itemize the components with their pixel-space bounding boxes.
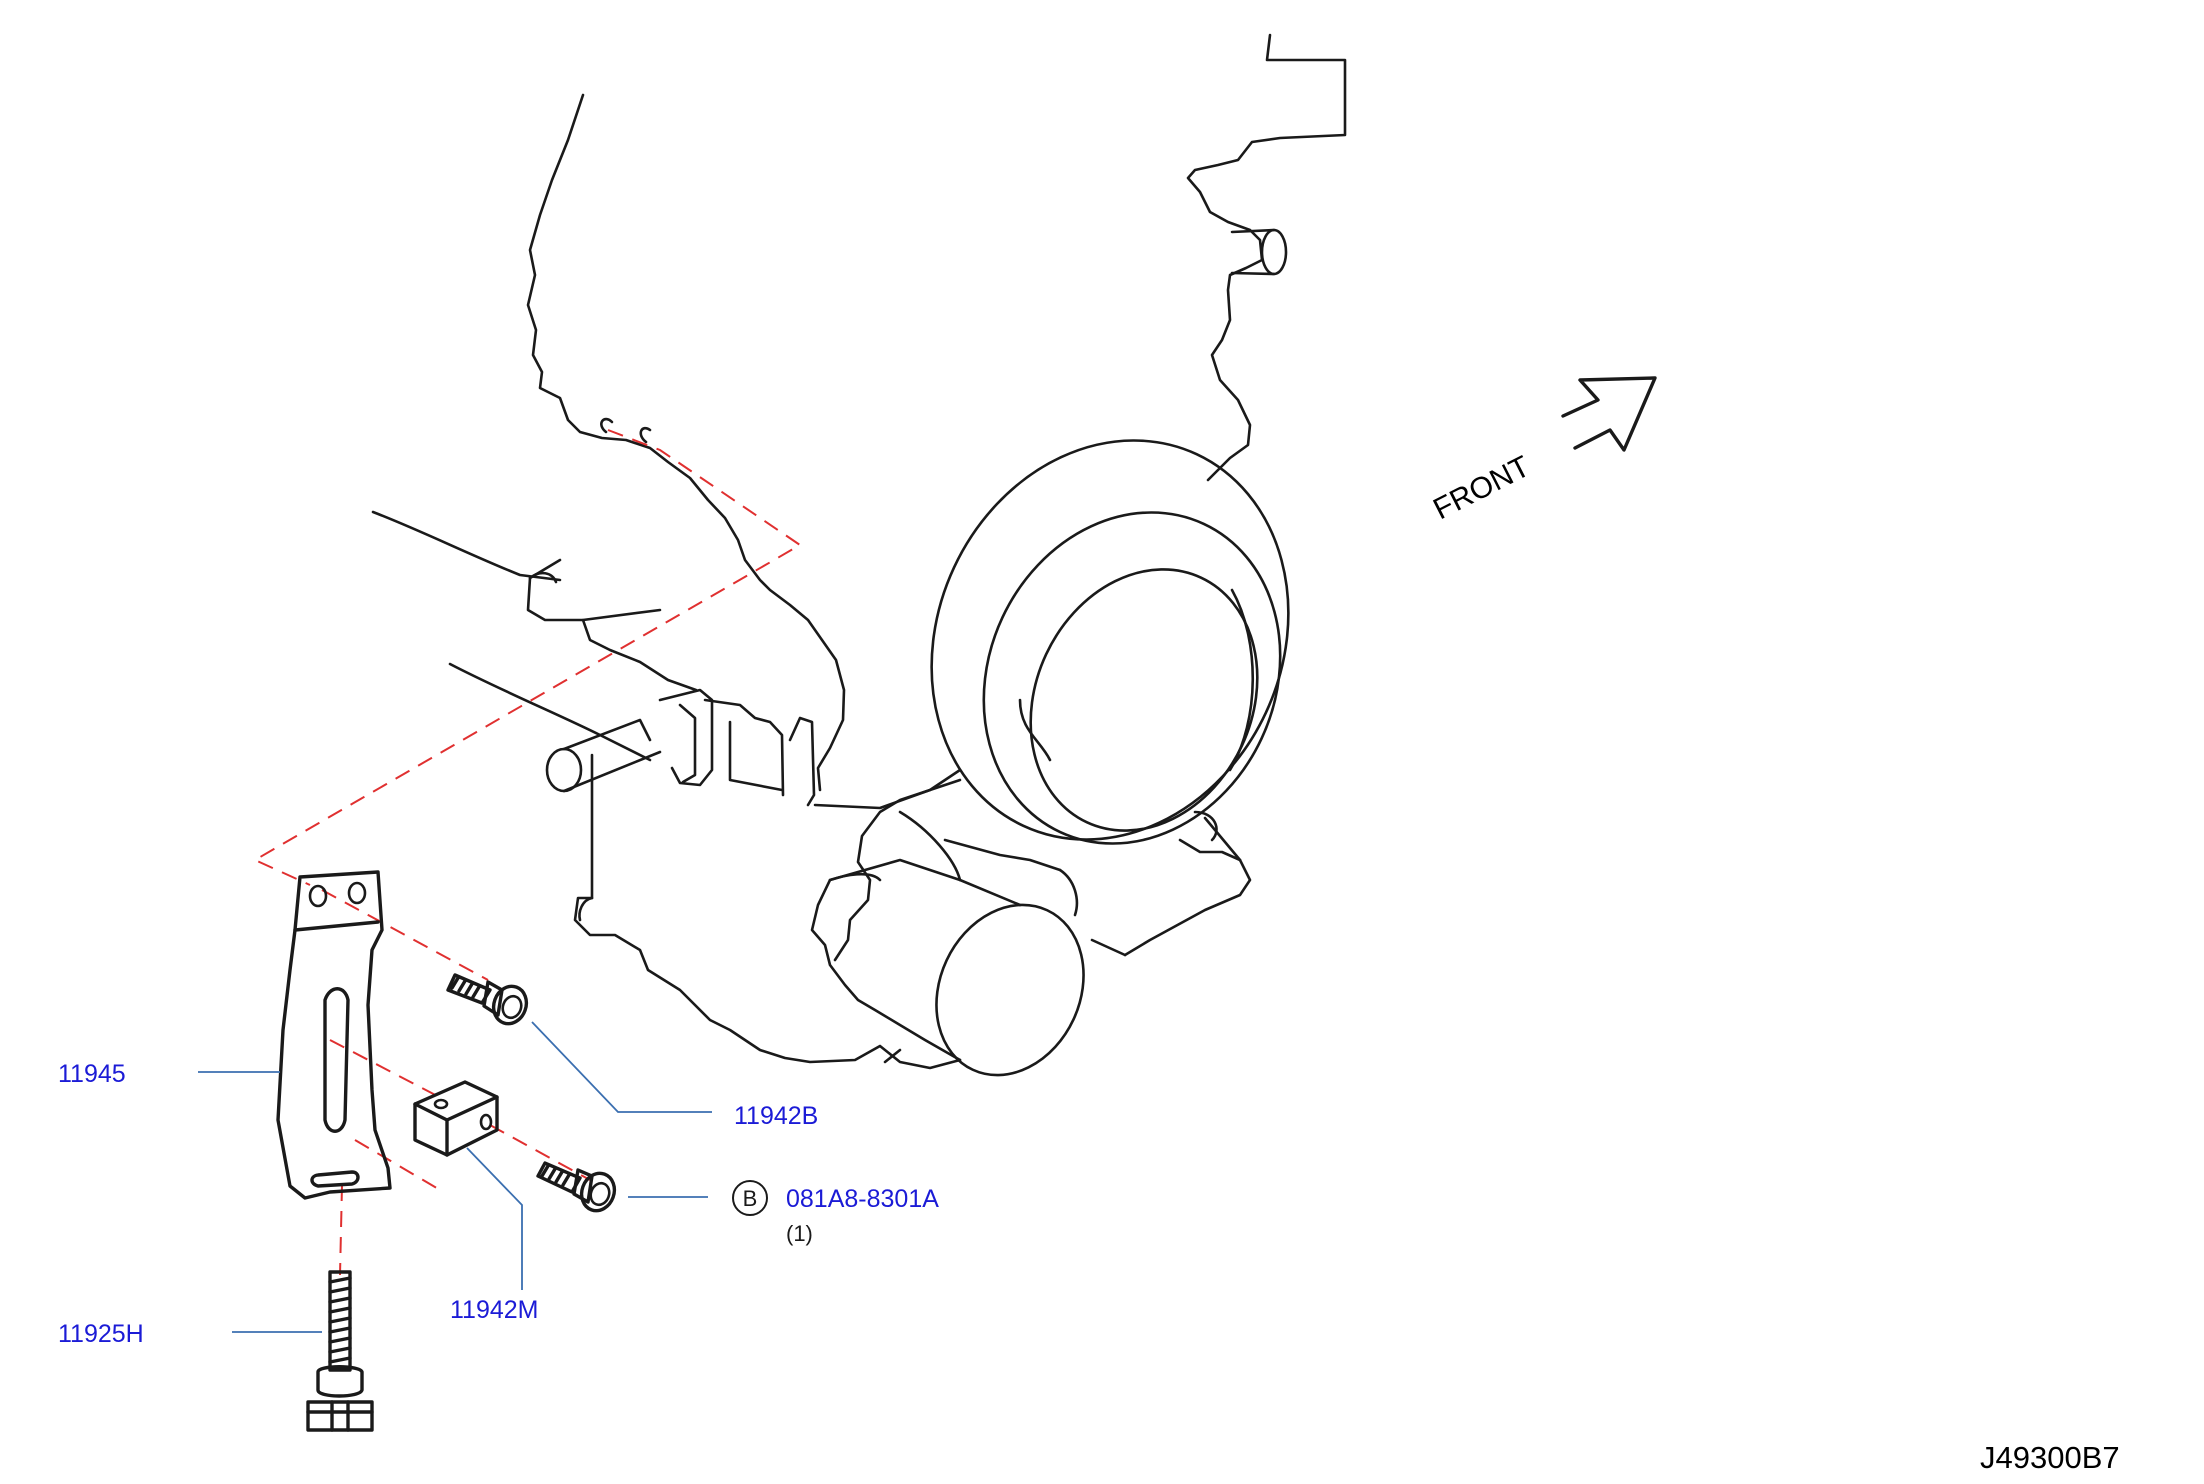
engine-outline: [371, 33, 1347, 1077]
flange-bolt-callout[interactable]: 081A8-8301A: [786, 1185, 939, 1213]
lower-bolt-part: [306, 1270, 374, 1432]
drawing-code: J49300B7: [1980, 1440, 2120, 1475]
flange-bolt-quantity: (1): [786, 1221, 813, 1246]
bracket-callout[interactable]: 11945: [58, 1060, 126, 1088]
front-label: FRONT: [1428, 450, 1535, 526]
marker-b-circle: [732, 1180, 768, 1216]
bracket-part: [276, 870, 392, 1200]
marker-b-label: B: [743, 1186, 758, 1211]
leader-lines: [198, 1021, 712, 1333]
front-arrow: FRONT: [1428, 376, 1657, 526]
upper-bolt-part: [446, 973, 529, 1026]
lower-bolt-callout[interactable]: 11925H: [58, 1320, 144, 1348]
spacer-block-callout[interactable]: 11942M: [450, 1296, 539, 1324]
upper-bolt-callout[interactable]: 11942B: [734, 1102, 818, 1130]
callouts: 11945 11942B 11942M 11925H B 081A8-8301A…: [58, 1060, 939, 1348]
flange-bolt-part: [536, 1161, 617, 1213]
spacer-block-part: [413, 1080, 499, 1157]
assembly-lines: [252, 429, 802, 1276]
